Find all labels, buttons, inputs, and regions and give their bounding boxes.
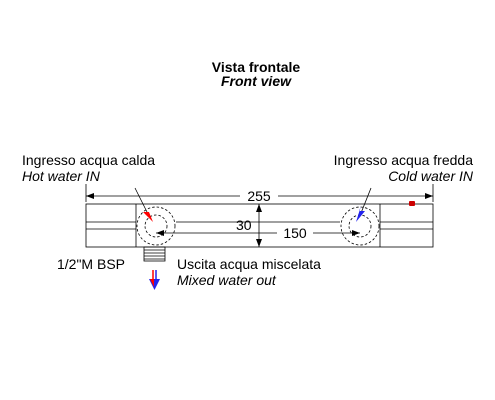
mixer-body (85, 203, 434, 248)
hot-water-label-english: Hot water IN (22, 168, 101, 184)
title-italian: Vista frontale (212, 59, 301, 75)
overall-width-value: 255 (247, 188, 271, 204)
mixed-water-label-italian: Uscita acqua miscelata (177, 256, 321, 272)
hot-inlet-port (136, 206, 176, 246)
center-distance-value: 150 (283, 225, 307, 241)
thread-size-label: 1/2"M BSP (57, 256, 125, 272)
cold-water-label-italian: Ingresso acqua fredda (334, 152, 474, 168)
center-distance-dimension (156, 230, 360, 236)
cold-water-label-english: Cold water IN (388, 168, 474, 184)
mixed-outlet-fitting (143, 246, 166, 262)
outlet-height-value: 30 (236, 217, 252, 233)
hot-water-label-italian: Ingresso acqua calda (22, 152, 155, 168)
red-blue-arrow-icon (149, 270, 160, 290)
blue-arrow-icon (356, 187, 372, 222)
outlet-height-dimension (256, 204, 262, 247)
status-indicator (409, 201, 415, 206)
title-english: Front view (221, 73, 292, 89)
red-arrow-icon (134, 187, 153, 222)
overall-width-dimension (85, 184, 434, 202)
mixed-water-label-english: Mixed water out (177, 272, 277, 288)
